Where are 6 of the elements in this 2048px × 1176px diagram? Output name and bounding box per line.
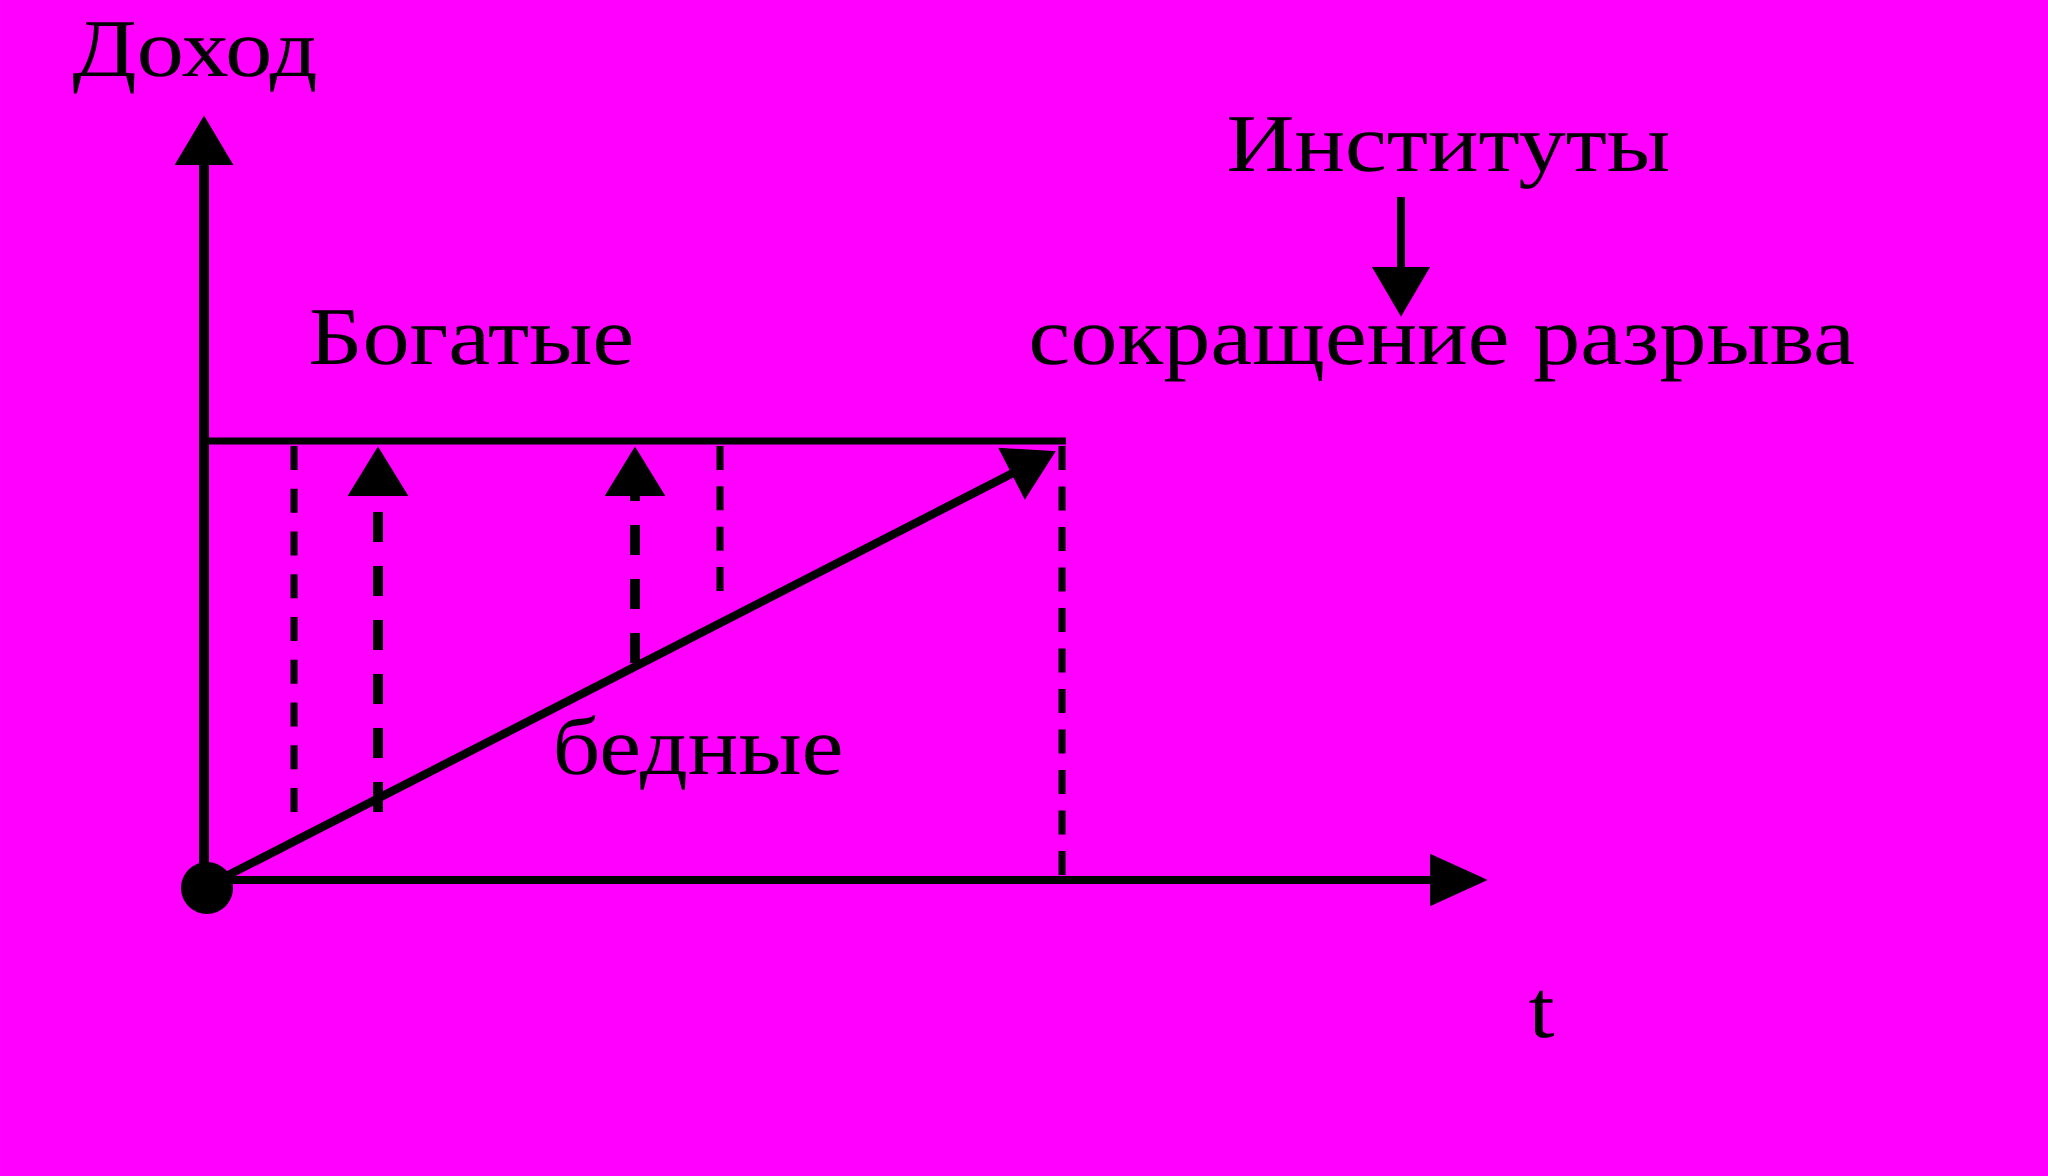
group-label: Богатые [311,310,631,365]
text-label: Институты [1229,117,1668,189]
group-label: бедные [556,715,841,790]
axis-title: Доход [73,22,316,94]
text-label: сокращение разрыва [1032,325,1854,382]
axis-title: t [1529,990,1555,1038]
